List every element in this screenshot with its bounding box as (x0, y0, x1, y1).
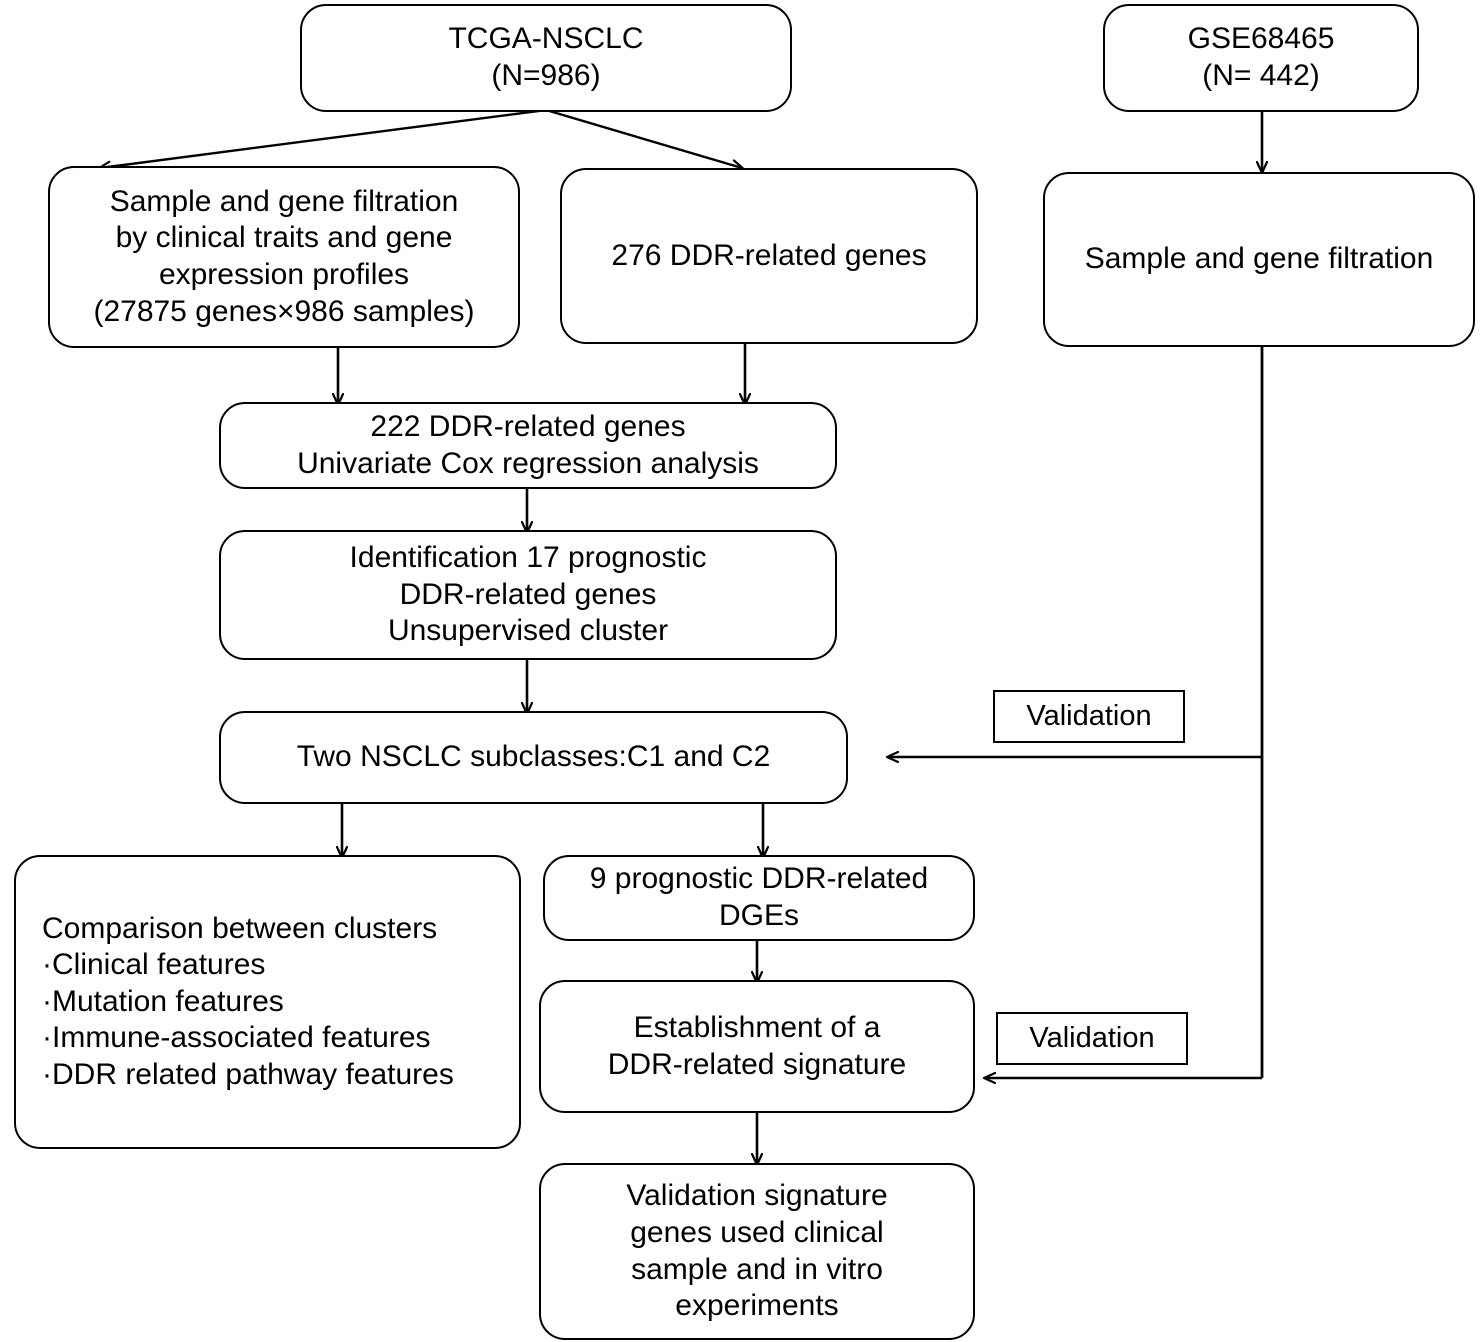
node-276-ddr-related-genes[interactable]: 276 DDR-related genes (560, 168, 978, 344)
edge-tcga-to-filtration (100, 108, 547, 168)
node-comparison-between-clusters[interactable]: Comparison between clusters ·Clinical fe… (14, 855, 521, 1149)
node-gse68465[interactable]: GSE68465 (N= 442) (1103, 4, 1419, 112)
node-validation-experiments[interactable]: Validation signature genes used clinical… (539, 1163, 975, 1340)
node-establishment-signature[interactable]: Establishment of a DDR-related signature (539, 980, 975, 1113)
edge-tcga-to-276genes (545, 108, 742, 168)
node-two-nsclc-subclasses[interactable]: Two NSCLC subclasses:C1 and C2 (219, 711, 848, 804)
node-sample-gene-filtration-tcga[interactable]: Sample and gene filtration by clinical t… (48, 166, 520, 348)
node-tcga-nsclc[interactable]: TCGA-NSCLC (N=986) (300, 4, 792, 112)
node-9-prognostic-dges[interactable]: 9 prognostic DDR-related DGEs (543, 855, 975, 941)
label-validation-subclasses[interactable]: Validation (993, 690, 1185, 743)
node-222-ddr-related-genes[interactable]: 222 DDR-related genes Univariate Cox reg… (219, 402, 837, 489)
node-identification-17-prognostic[interactable]: Identification 17 prognostic DDR-related… (219, 530, 837, 660)
node-sample-gene-filtration-geo[interactable]: Sample and gene filtration (1043, 172, 1475, 347)
label-validation-establishment[interactable]: Validation (996, 1012, 1188, 1065)
